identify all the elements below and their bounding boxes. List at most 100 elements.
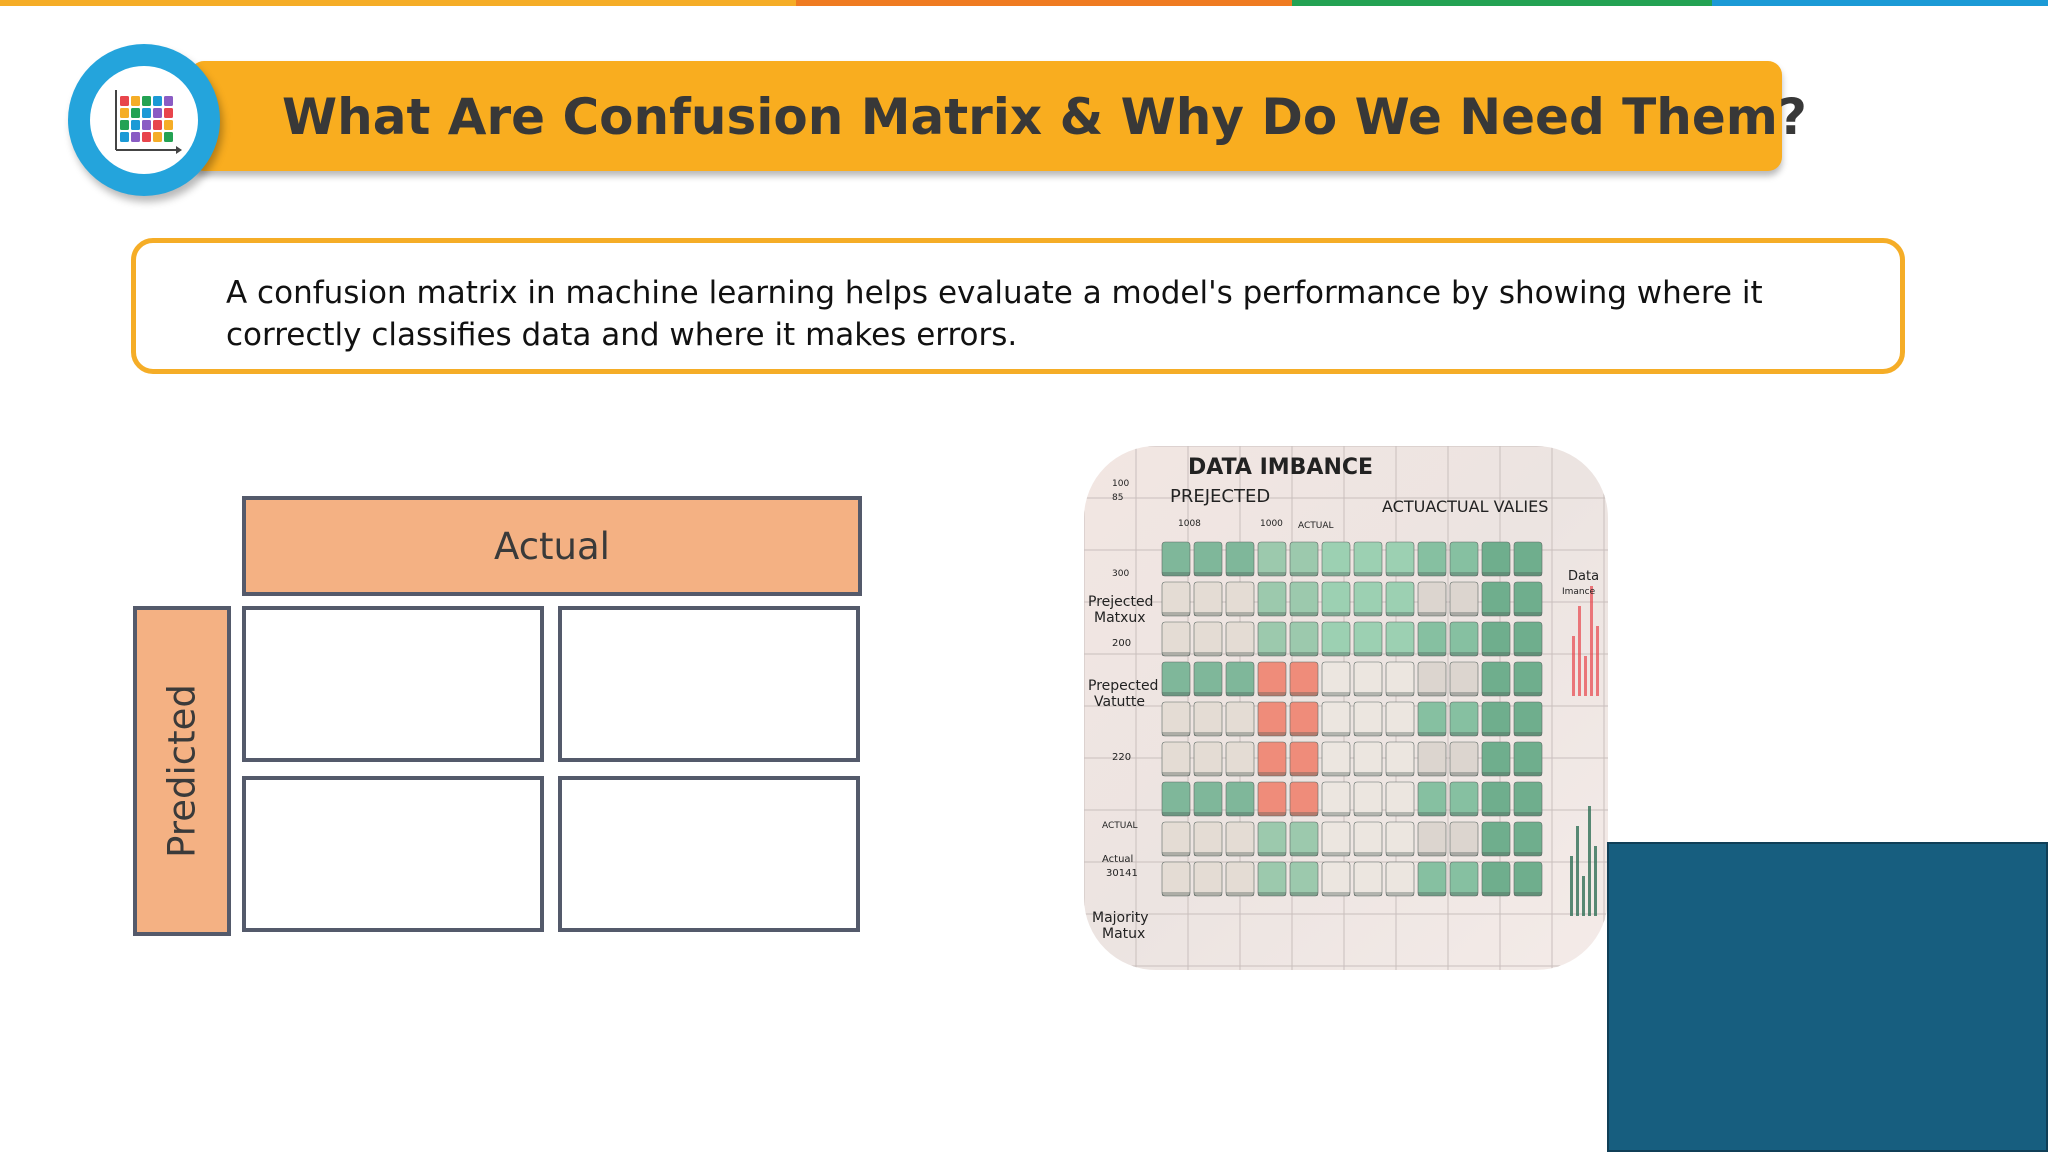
illustration-cube	[1385, 861, 1415, 897]
illustration-cube-shadow	[1482, 812, 1510, 816]
logo-grid-cell	[164, 120, 173, 130]
illustration-cube-shadow	[1226, 852, 1254, 856]
matrix-cell-bottom-right	[558, 776, 860, 932]
illustration-cube	[1289, 861, 1319, 897]
illustration-cube	[1161, 741, 1191, 777]
illustration-cube-shadow	[1290, 812, 1318, 816]
illustration-cube	[1225, 861, 1255, 897]
illustration-cube-shadow	[1450, 732, 1478, 736]
illustration-cube-shadow	[1226, 652, 1254, 656]
illustration-spike-green	[1582, 876, 1585, 916]
illustration-cube-shadow	[1514, 892, 1542, 896]
description-line-1: A confusion matrix in machine learning h…	[226, 275, 1763, 311]
illustration-cube	[1417, 741, 1447, 777]
illustration-cube-shadow	[1418, 892, 1446, 896]
illustration-cube-shadow	[1514, 652, 1542, 656]
illustration-row-label-4b: 30141	[1106, 868, 1138, 879]
illustration-cube-shadow	[1354, 692, 1382, 696]
illustration-cube-shadow	[1450, 852, 1478, 856]
illustration-row-num-2: 200	[1112, 638, 1131, 649]
illustration-cube	[1321, 701, 1351, 737]
illustration-cube-shadow	[1418, 692, 1446, 696]
illustration-cube	[1353, 741, 1383, 777]
illustration-cube	[1449, 581, 1479, 617]
illustration-cube	[1225, 581, 1255, 617]
illustration-row-label-2b: Vatutte	[1094, 694, 1145, 710]
logo-grid-cell	[131, 96, 140, 106]
illustration-cube-shadow	[1226, 812, 1254, 816]
predicted-label: Predicted	[160, 684, 204, 858]
illustration-cube	[1225, 621, 1255, 657]
illustration-cube	[1513, 861, 1543, 897]
illustration-cube	[1193, 581, 1223, 617]
illustration-cube-shadow	[1514, 732, 1542, 736]
illustration-cube	[1289, 741, 1319, 777]
illustration-cube-shadow	[1162, 572, 1190, 576]
logo-grid-cell	[120, 108, 129, 118]
illustration-cube-shadow	[1258, 852, 1286, 856]
illustration-cube-shadow	[1354, 612, 1382, 616]
illustration-cube-shadow	[1162, 852, 1190, 856]
illustration-cube-shadow	[1258, 692, 1286, 696]
illustration-row-label-5a: Majority	[1092, 910, 1149, 926]
illustration-small-5: ACTUAL	[1298, 521, 1334, 531]
illustration-cube	[1257, 541, 1287, 577]
illustration-cube-shadow	[1290, 692, 1318, 696]
illustration-cube	[1481, 741, 1511, 777]
illustration-cube-shadow	[1418, 812, 1446, 816]
illustration-cube-shadow	[1194, 892, 1222, 896]
illustration-row-label-3: ACTUAL	[1102, 821, 1138, 831]
illustration-spike-red	[1596, 626, 1599, 696]
illustration-cube-shadow	[1226, 572, 1254, 576]
illustration-cube	[1449, 821, 1479, 857]
title-banner	[190, 61, 1782, 171]
illustration-cube	[1161, 821, 1191, 857]
illustration-spike-red	[1584, 656, 1587, 696]
illustration-cube-shadow	[1162, 612, 1190, 616]
illustration-cube	[1353, 861, 1383, 897]
illustration-cube	[1225, 741, 1255, 777]
illustration-cube-shadow	[1290, 572, 1318, 576]
illustration-cube	[1193, 781, 1223, 817]
illustration-cube-shadow	[1482, 572, 1510, 576]
logo-grid-cell	[142, 120, 151, 130]
illustration-cube	[1417, 821, 1447, 857]
illustration-spike-red	[1572, 636, 1575, 696]
illustration-row-label-5b: Matux	[1102, 926, 1145, 942]
logo-grid-cell	[153, 96, 162, 106]
illustration-cube	[1417, 661, 1447, 697]
illustration-cube	[1417, 781, 1447, 817]
illustration-cube-shadow	[1418, 612, 1446, 616]
illustration-cube	[1481, 861, 1511, 897]
illustration-cube-shadow	[1354, 892, 1382, 896]
illustration-cube-shadow	[1290, 652, 1318, 656]
illustration-cube-shadow	[1162, 892, 1190, 896]
illustration-cube-shadow	[1386, 732, 1414, 736]
illustration-cube	[1193, 661, 1223, 697]
illustration-cube	[1417, 621, 1447, 657]
illustration-cube	[1449, 701, 1479, 737]
illustration-row-num-3: 220	[1112, 752, 1131, 763]
illustration-cube	[1417, 701, 1447, 737]
illustration-cube	[1257, 741, 1287, 777]
matrix-cell-bottom-left	[242, 776, 544, 932]
illustration-cube	[1449, 621, 1479, 657]
accent-segment-green	[1292, 0, 1712, 6]
illustration-cube	[1225, 701, 1255, 737]
illustration-small-4: 1000	[1260, 519, 1283, 529]
illustration-cube-shadow	[1290, 852, 1318, 856]
illustration-cube	[1257, 621, 1287, 657]
illustration-cube-shadow	[1450, 892, 1478, 896]
logo-grid-cell	[131, 132, 140, 142]
illustration-cube	[1161, 781, 1191, 817]
illustration-cube-shadow	[1450, 612, 1478, 616]
illustration-cube	[1193, 701, 1223, 737]
illustration-cube	[1161, 621, 1191, 657]
illustration-cube	[1385, 821, 1415, 857]
illustration-cube-shadow	[1322, 692, 1350, 696]
illustration-cube	[1321, 541, 1351, 577]
illustration-cube-shadow	[1322, 572, 1350, 576]
illustration-cube-shadow	[1162, 652, 1190, 656]
illustration-cube	[1225, 821, 1255, 857]
illustration-cube-shadow	[1354, 652, 1382, 656]
